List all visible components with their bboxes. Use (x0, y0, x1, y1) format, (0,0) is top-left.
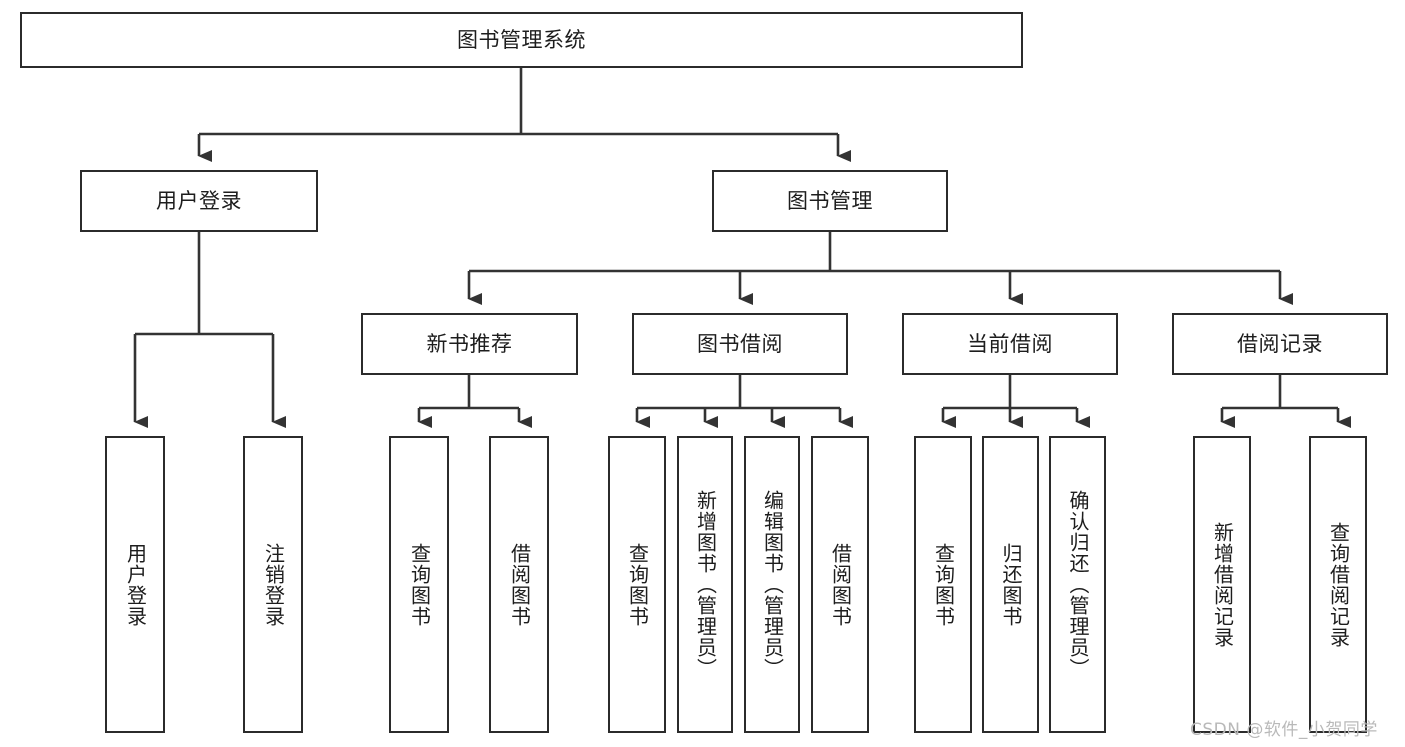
node-current-borrow-label: 当前借阅 (967, 331, 1053, 356)
node-new-book-recommend-label: 新书推荐 (426, 331, 513, 356)
node-borrow-records-label: 借阅记录 (1237, 331, 1323, 356)
node-user-login-label: 用户登录 (156, 188, 242, 213)
edges-current-leaves (941, 375, 1090, 428)
leaf-add-borrow-record-label: 新增借阅记录 (1210, 521, 1235, 648)
watermark: CSDN @软件_小贺同学 (1190, 720, 1378, 740)
leaf-add-borrow-record[interactable]: 新增借阅记录 (1193, 436, 1251, 733)
edges-bookmgmt-level3 (467, 232, 1293, 305)
node-user-login[interactable]: 用户登录 (80, 170, 318, 232)
leaf-logout-label: 注销登录 (261, 542, 286, 627)
leaf-add-book-admin[interactable]: 新增图书（管理员） (677, 436, 733, 733)
node-book-borrow[interactable]: 图书借阅 (632, 313, 848, 375)
edges-newbook-leaves (417, 375, 532, 428)
leaf-add-book-admin-label: 新增图书（管理员） (693, 490, 718, 679)
edges-borrow-leaves (635, 375, 853, 428)
edges-login-leaves (133, 232, 286, 428)
leaf-return-book[interactable]: 归还图书 (982, 436, 1039, 733)
leaf-query-book-newbook-label: 查询图书 (407, 542, 432, 627)
leaf-query-book-current-label: 查询图书 (931, 542, 956, 627)
node-book-borrow-label: 图书借阅 (697, 331, 783, 356)
node-new-book-recommend[interactable]: 新书推荐 (361, 313, 578, 375)
leaf-user-login-label: 用户登录 (123, 542, 148, 627)
leaf-query-book-current[interactable]: 查询图书 (914, 436, 972, 733)
leaf-confirm-return-admin[interactable]: 确认归还（管理员） (1049, 436, 1106, 733)
leaf-query-book-borrow-label: 查询图书 (625, 542, 650, 627)
leaf-borrow-book-newbook[interactable]: 借阅图书 (489, 436, 549, 733)
node-book-management-label: 图书管理 (787, 188, 873, 213)
edges-records-leaves (1220, 375, 1351, 428)
leaf-query-book-newbook[interactable]: 查询图书 (389, 436, 449, 733)
leaf-return-book-label: 归还图书 (999, 542, 1023, 627)
leaf-query-borrow-record[interactable]: 查询借阅记录 (1309, 436, 1367, 733)
node-borrow-records[interactable]: 借阅记录 (1172, 313, 1388, 375)
leaf-borrow-book-label: 借阅图书 (828, 542, 853, 627)
leaf-borrow-book-newbook-label: 借阅图书 (507, 542, 532, 627)
edges-root-level2 (197, 68, 851, 162)
leaf-edit-book-admin-label: 编辑图书（管理员） (760, 490, 785, 679)
leaf-query-book-borrow[interactable]: 查询图书 (608, 436, 666, 733)
leaf-borrow-book[interactable]: 借阅图书 (811, 436, 869, 733)
node-root[interactable]: 图书管理系统 (20, 12, 1023, 68)
node-book-management[interactable]: 图书管理 (712, 170, 948, 232)
leaf-edit-book-admin[interactable]: 编辑图书（管理员） (744, 436, 800, 733)
leaf-logout[interactable]: 注销登录 (243, 436, 303, 733)
node-root-label: 图书管理系统 (457, 27, 586, 52)
leaf-user-login[interactable]: 用户登录 (105, 436, 165, 733)
leaf-query-borrow-record-label: 查询借阅记录 (1326, 521, 1351, 648)
node-current-borrow[interactable]: 当前借阅 (902, 313, 1118, 375)
leaf-confirm-return-admin-label: 确认归还（管理员） (1066, 490, 1090, 679)
